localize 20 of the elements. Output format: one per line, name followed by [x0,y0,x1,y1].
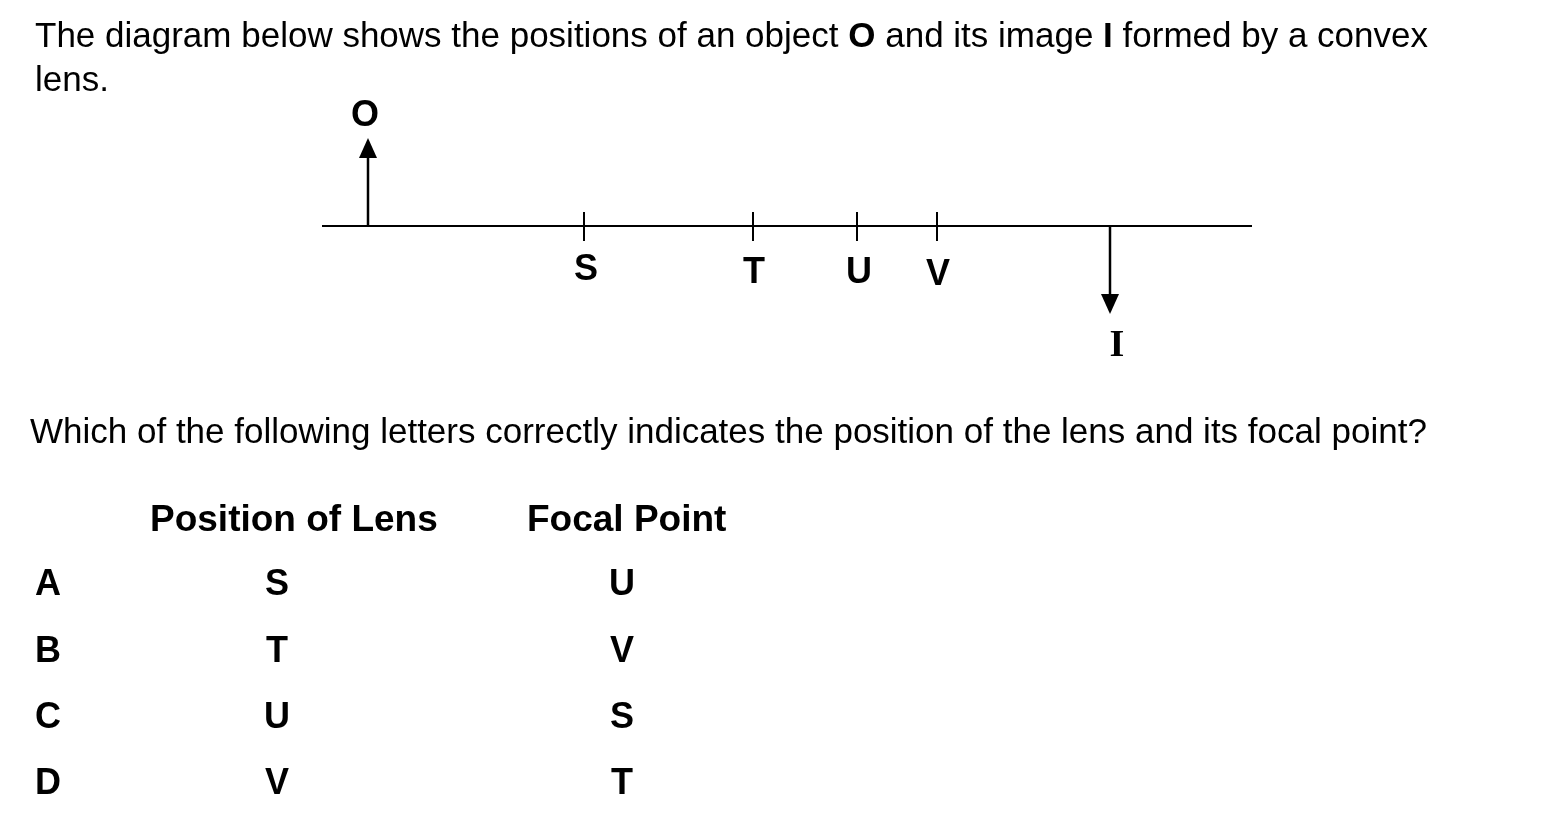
point-label: I [1109,324,1125,362]
option-letter: A [35,565,61,601]
point-label: S [574,250,598,286]
question-text: Which of the following letters correctly indicates the position of the lens and its focal point? [30,410,1428,452]
table-cell: T [611,764,633,800]
point-label: U [846,253,872,289]
table-cell: U [264,698,290,734]
column-header: Focal Point [527,500,727,537]
table-cell: U [609,565,635,601]
table-cell: V [610,632,634,668]
table-cell: V [265,764,289,800]
option-letter: C [35,698,61,734]
table-cell: T [266,632,288,668]
column-header: Position of Lens [150,500,438,537]
option-letter: D [35,764,61,800]
point-label: V [926,255,950,291]
table-cell: S [265,565,289,601]
table-cell: S [610,698,634,734]
point-label: T [743,253,765,289]
option-letter: B [35,632,61,668]
